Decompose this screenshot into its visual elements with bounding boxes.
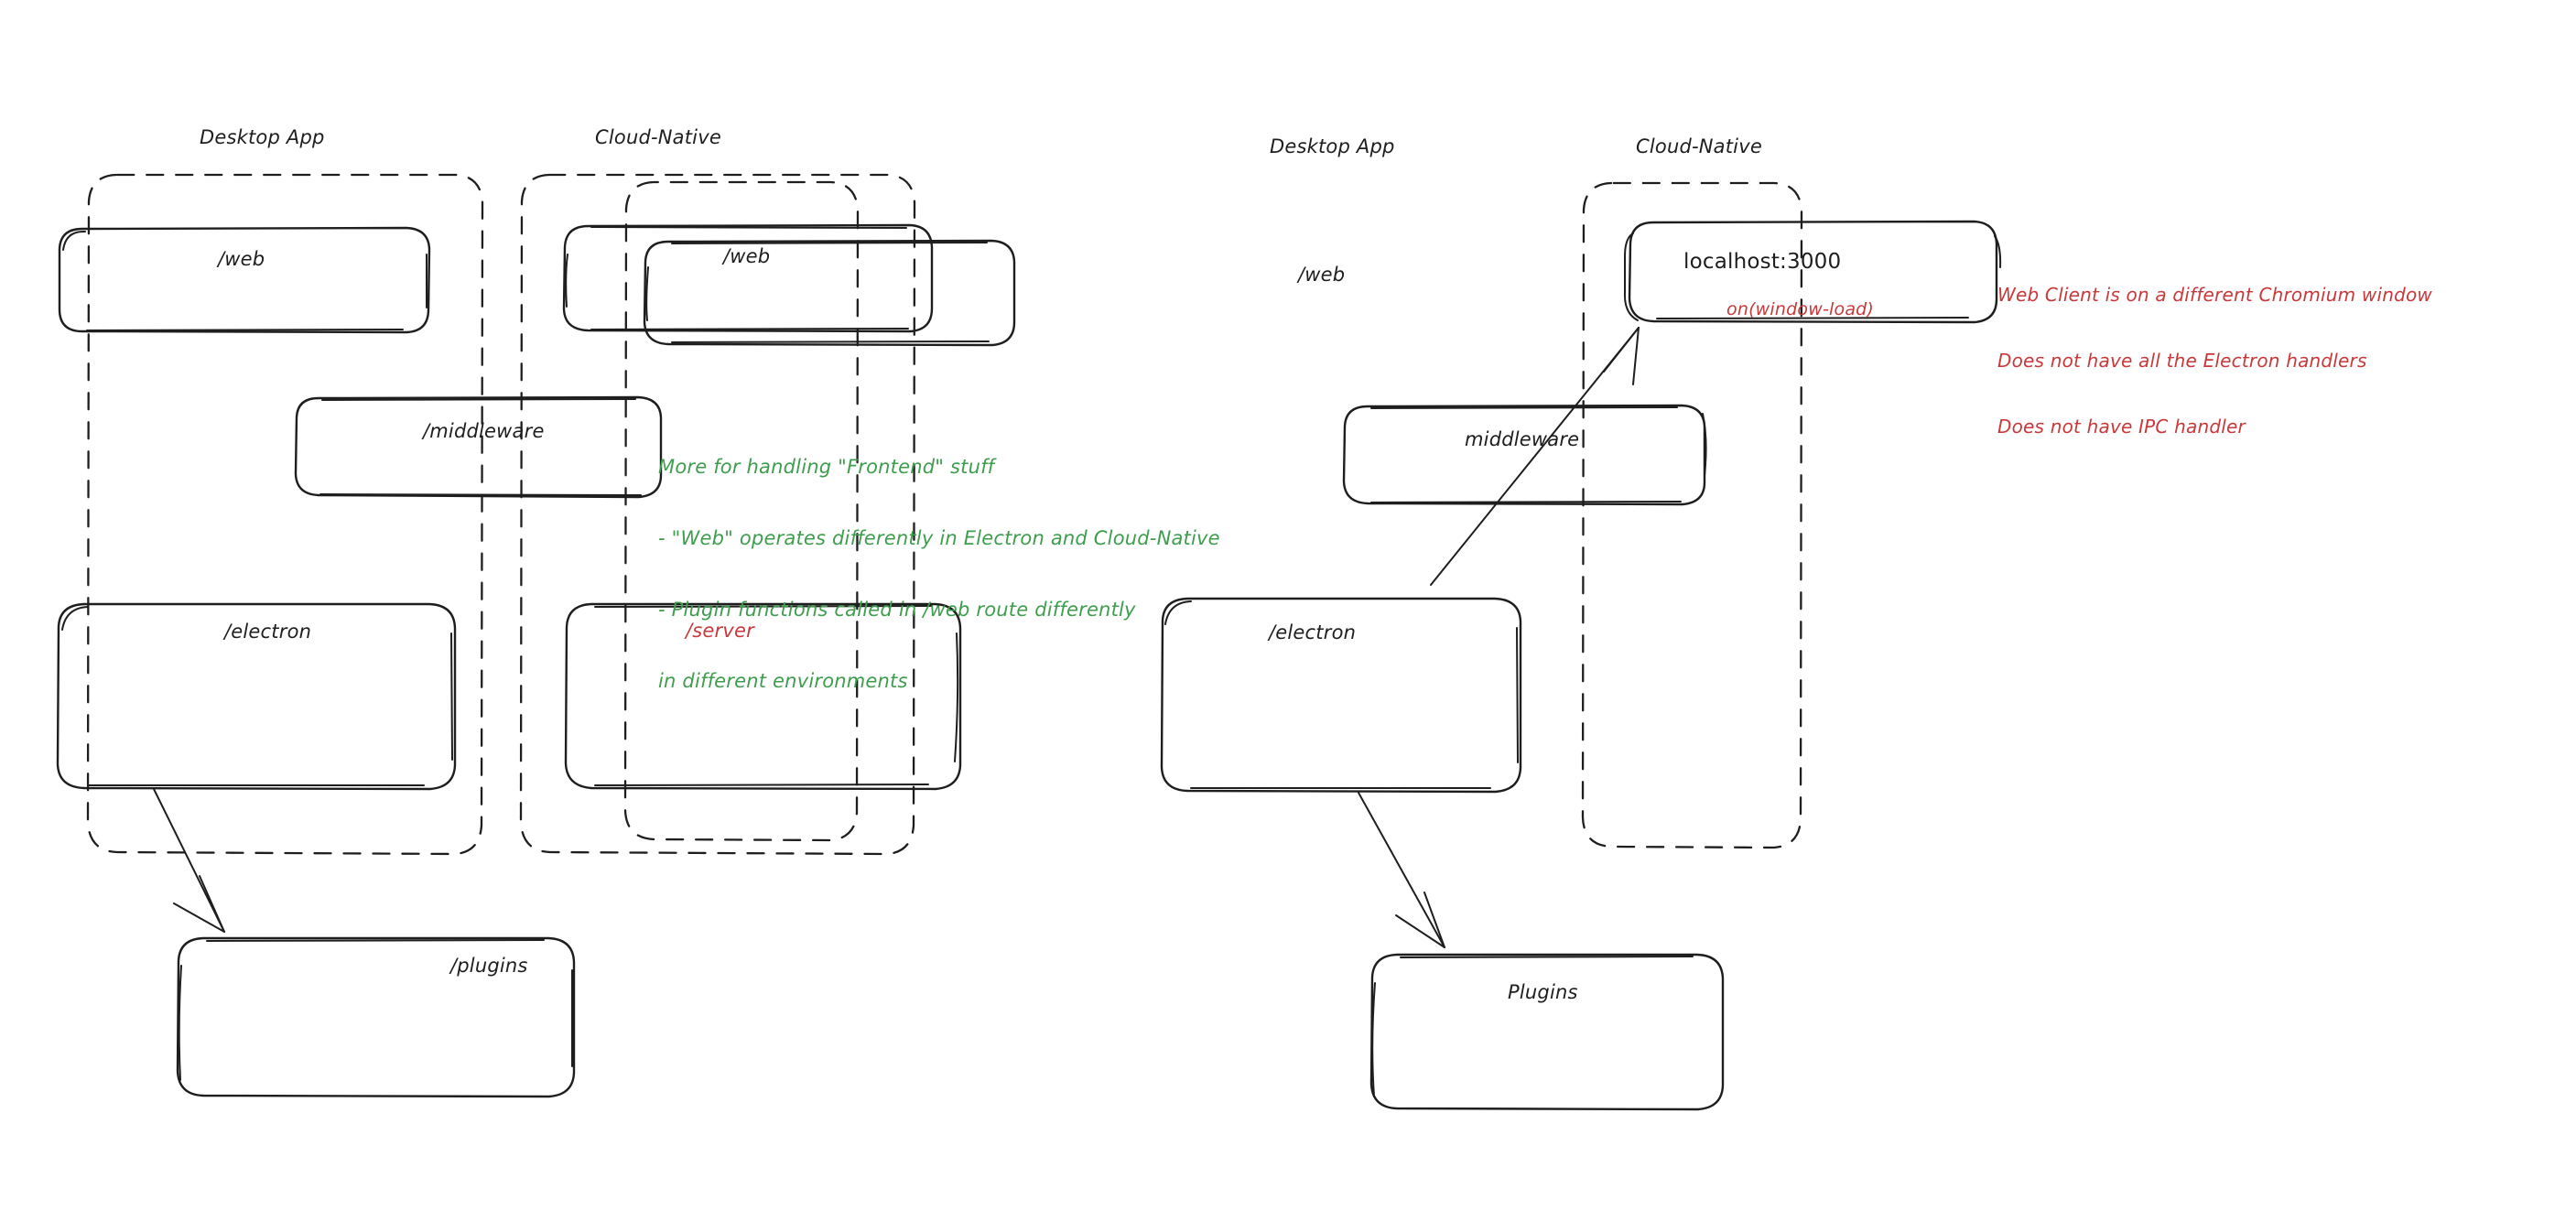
group-title-cloud-native-right: Cloud-Native: [1636, 135, 1762, 157]
box-label-middleware-left: /middleware: [423, 420, 545, 442]
box-outline-electron-left: [56, 602, 457, 791]
box-label-middleware-right: middleware: [1465, 428, 1580, 450]
arrow-electron-to-localhost-right: [1430, 327, 1640, 586]
annotation-red-line-1: Web Client is on a different Chromium wi…: [1997, 284, 2432, 306]
box-label-electron-right: /electron: [1269, 621, 1357, 643]
box-label-server-left: /server: [686, 620, 754, 642]
annotation-green-note: More for handling "Frontend" stuff - "We…: [658, 407, 1220, 740]
box-outline-middleware-left: [294, 395, 663, 499]
box-label-electron-left: /electron: [224, 621, 312, 643]
box-outline-localhost-right: [1623, 220, 2002, 324]
annotation-green-line-2: - "Web" operates differently in Electron…: [658, 527, 1220, 549]
box-outline-electron-right: [1160, 597, 1522, 794]
group-outline-desktop-app-right: [623, 180, 860, 842]
box-sublabel-on-window-load: on(window-load): [1726, 299, 1875, 319]
box-outline-server-left: [564, 602, 962, 791]
arrow-electron-to-plugins-left: [153, 788, 225, 933]
box-outline-web-cloud-left: [562, 223, 934, 333]
box-outline-plugins-right: [1369, 953, 1725, 1111]
annotation-green-line-3: - Plugin functions called in /web route …: [658, 599, 1136, 621]
annotation-red-line-2: Does not have all the Electron handlers: [1997, 350, 2367, 372]
group-outline-desktop-app-left: [86, 173, 484, 856]
annotation-green-line-4: in different environments: [658, 670, 908, 692]
box-outline-web-desktop-left: [58, 226, 431, 334]
arrow-electron-to-plugins-right: [1358, 792, 1445, 948]
box-outline-middleware-right: [1342, 404, 1707, 506]
annotation-green-line-1: More for handling "Frontend" stuff: [658, 456, 995, 478]
annotation-red-note: Web Client is on a different Chromium wi…: [1997, 240, 2432, 481]
box-label-localhost-right: localhost:3000: [1683, 250, 1842, 274]
group-title-desktop-app-right: Desktop App: [1270, 135, 1395, 157]
box-label-plugins-left: /plugins: [450, 955, 528, 977]
group-title-cloud-native-left: Cloud-Native: [595, 126, 721, 148]
box-label-plugins-right: Plugins: [1508, 981, 1578, 1003]
box-label-web-cloud-left: /web: [723, 245, 771, 267]
annotation-red-line-3: Does not have IPC handler: [1997, 416, 2246, 438]
box-label-web-desktop-right: /web: [1298, 264, 1346, 286]
box-outline-web-desktop-right: [643, 239, 1016, 347]
box-label-web-desktop-left: /web: [218, 248, 265, 270]
box-outline-plugins-left: [176, 936, 576, 1098]
group-outline-cloud-native-right: [1581, 181, 1803, 849]
group-title-desktop-app-left: Desktop App: [200, 126, 325, 148]
group-outline-cloud-native-left: [519, 173, 916, 856]
